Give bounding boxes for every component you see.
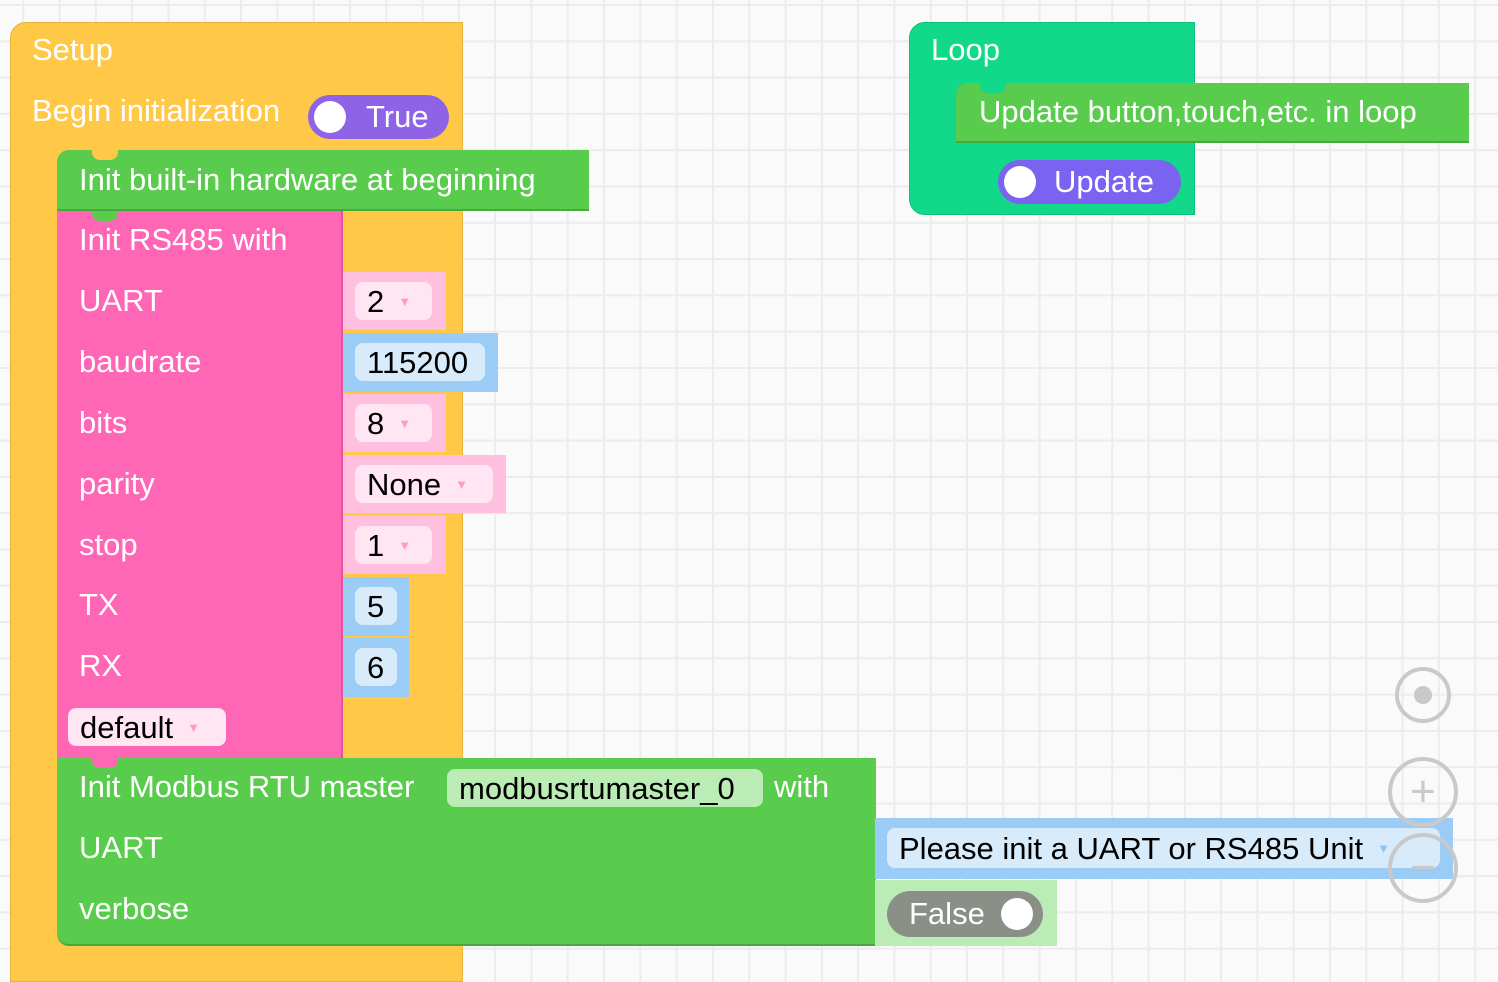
baudrate-label: baudrate (79, 344, 202, 379)
rs485-title: Init RS485 with (79, 222, 288, 257)
toggle-knob-icon (1000, 898, 1033, 930)
tx-input[interactable]: 5 (355, 587, 397, 625)
toggle-knob-icon (1004, 166, 1036, 198)
bits-dropdown[interactable]: 8▼ (355, 404, 432, 442)
setup-title: Setup (32, 32, 114, 67)
dropdown-arrow-icon: ▼ (398, 415, 412, 431)
verbose-label: verbose (79, 891, 190, 926)
init-hardware-label: Init built-in hardware at beginning (79, 162, 536, 197)
dropdown-arrow-icon: ▼ (455, 476, 468, 492)
parity-dropdown[interactable]: None▼ (355, 465, 493, 503)
modbus-uart-label: UART (79, 830, 163, 865)
tx-label: TX (79, 587, 119, 622)
begin-init-toggle[interactable]: True (308, 95, 449, 139)
init-hardware-block[interactable] (57, 150, 589, 211)
modbus-label: Init Modbus RTU master (79, 769, 415, 804)
toggle-label: Update (1054, 164, 1154, 199)
dropdown-arrow-icon: ▼ (398, 293, 412, 309)
uart-dropdown[interactable]: 2▼ (355, 282, 432, 320)
notch (92, 758, 118, 768)
notch (92, 150, 118, 160)
begin-init-label: Begin initialization (32, 93, 281, 128)
toggle-label: True (366, 99, 429, 134)
dropdown-arrow-icon: ▼ (1377, 840, 1390, 856)
uart-unit-dropdown[interactable]: Please init a UART or RS485 Unit▼ (887, 828, 1440, 868)
stop-dropdown[interactable]: 1▼ (355, 526, 432, 564)
notch (92, 211, 118, 221)
notch (980, 83, 1006, 93)
toggle-label: False (909, 896, 985, 931)
loop-title: Loop (931, 32, 1000, 67)
zoom-out-icon[interactable]: − (1388, 833, 1458, 903)
rx-input[interactable]: 6 (355, 648, 397, 686)
toggle-knob-icon (314, 101, 346, 133)
parity-label: parity (79, 466, 155, 501)
stop-label: stop (79, 527, 138, 562)
zoom-in-icon[interactable]: + (1388, 757, 1458, 827)
dropdown-arrow-icon: ▼ (398, 537, 412, 553)
dropdown-arrow-icon: ▼ (187, 719, 200, 735)
rs485-block[interactable] (57, 211, 343, 758)
modbus-variable-field[interactable]: modbusrtumaster_0 (447, 769, 763, 807)
uart-label: UART (79, 283, 163, 318)
verbose-toggle[interactable]: False (887, 891, 1043, 937)
update-toggle[interactable]: Update (998, 160, 1181, 204)
recenter-icon[interactable] (1395, 667, 1451, 723)
baudrate-input[interactable]: 115200 (355, 343, 485, 381)
rx-label: RX (79, 648, 123, 683)
mode-dropdown[interactable]: default▼ (68, 708, 226, 746)
modbus-with-label: with (774, 769, 830, 804)
bits-label: bits (79, 405, 128, 440)
update-loop-label: Update button,touch,etc. in loop (979, 94, 1417, 129)
update-loop-block[interactable] (956, 83, 1469, 143)
